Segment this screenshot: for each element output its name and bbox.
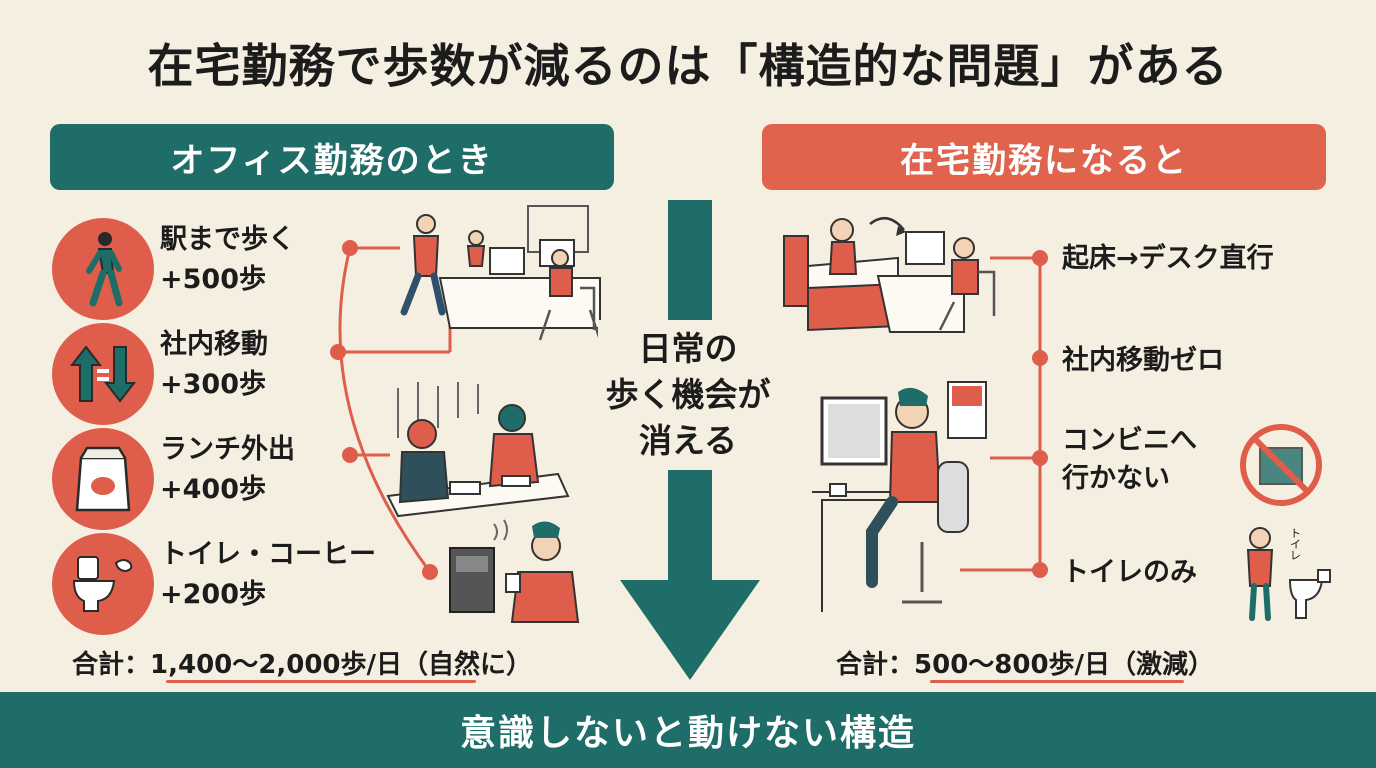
home-connector-lines [960, 250, 1048, 578]
lunch-scene-illustration [386, 382, 570, 518]
up-down-arrows-icon [52, 323, 154, 425]
office-item-move: 社内移動 +300歩 [160, 329, 268, 400]
desk-worker-illustration [812, 381, 987, 612]
no-convenience-store-icon [1240, 424, 1322, 506]
lunch-bag-icon [52, 428, 154, 530]
office-total: 合計：1,400〜2,000歩/日（自然に） [72, 650, 532, 680]
arrow-text-backdrop [598, 320, 778, 470]
footer-banner: 意識しないと動けない構造 [0, 692, 1376, 768]
arrow-caption: 日常の 歩く機会が 消える [605, 329, 771, 460]
home-item-toilet-only: トイレのみ [1062, 557, 1197, 588]
toilet-person-illustration [1246, 527, 1331, 621]
coffee-scene-illustration [449, 519, 580, 623]
office-scene-illustration [400, 205, 602, 341]
walking-person-icon [52, 218, 154, 320]
home-total-underline [930, 680, 1184, 683]
office-total-underline [166, 680, 476, 683]
office-connector-lines [330, 240, 452, 580]
office-item-walk: 駅まで歩く +500歩 [160, 224, 295, 295]
home-item-bed-to-desk: 起床→デスク直行 [1062, 243, 1274, 274]
office-header: オフィス勤務のとき [50, 124, 614, 190]
toilet-sign-label: トイレ [1290, 527, 1301, 562]
home-header: 在宅勤務になると [762, 124, 1326, 190]
office-item-lunch: ランチ外出 +400歩 [160, 434, 295, 505]
bed-to-desk-illustration [783, 217, 996, 333]
home-item-no-convenience-store: コンビニへ 行かない [1062, 425, 1197, 494]
home-item-no-office-move: 社内移動ゼロ [1062, 345, 1224, 376]
home-total: 合計：500〜800歩/日（激減） [836, 650, 1215, 680]
office-item-toilet-coffee: トイレ・コーヒー +200歩 [160, 539, 376, 610]
toilet-coffee-icon [52, 533, 154, 635]
page-title: 在宅勤務で歩数が減るのは「構造的な問題」がある [147, 39, 1229, 93]
